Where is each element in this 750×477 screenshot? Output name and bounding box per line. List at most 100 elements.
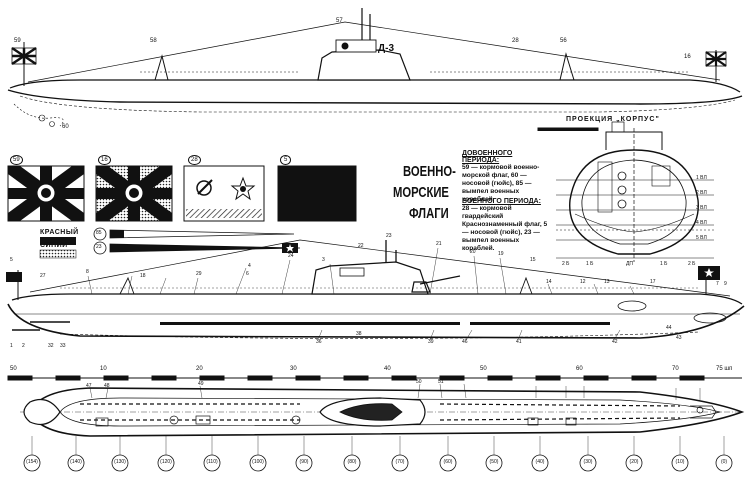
plan-circle-110: (110): [206, 459, 218, 465]
plan-circle-154: (154): [26, 459, 38, 465]
side-callout-48: 48: [104, 383, 110, 389]
top-prop-1: [38, 114, 46, 122]
plan-circle-140: (140): [70, 459, 82, 465]
side-callout-38: 38: [356, 331, 362, 337]
top-stanchion-bow: [154, 54, 169, 81]
section-dp: ДП: [626, 261, 633, 267]
side-callout-24: 24: [288, 253, 294, 259]
plan-circle-70: (70): [395, 459, 405, 465]
plan-circle-120: (120): [160, 459, 172, 465]
notes-war-head: ВОЕННОГО ПЕРИОДА:: [462, 198, 541, 205]
side-waterline-band: [160, 322, 460, 325]
side-callout-8: 8: [86, 269, 89, 275]
side-callout-47: 47: [86, 383, 92, 389]
flag-label-59: 59: [10, 155, 23, 165]
side-callout-41: 41: [516, 339, 522, 345]
section-b2-right: 2 Б: [688, 261, 696, 267]
label-circle-23: [93, 241, 107, 255]
top-bow-flag: [705, 51, 727, 67]
plan-circle-50: (50): [489, 459, 499, 465]
top-stanchion-stern: [559, 52, 575, 81]
side-callout-6: 6: [246, 271, 249, 277]
plan-circle-130: (130): [114, 459, 126, 465]
flag-label-16: 16: [98, 155, 111, 165]
side-callout-18: 18: [140, 273, 146, 279]
section-b1-right: 1 Б: [660, 261, 668, 267]
side-bow-flag: [698, 266, 720, 280]
antenna-wire-side: [29, 239, 731, 297]
flag-16: [95, 165, 173, 222]
frame-number-50: 50: [480, 366, 487, 372]
top-prop-2: [49, 121, 55, 127]
side-callout-3: 3: [322, 257, 325, 263]
side-callout-13: 13: [604, 279, 610, 285]
notes-prewar: ДОВОЕННОГО ПЕРИОДА: 59 — кормовой военно…: [462, 150, 550, 204]
side-waterline-band-2: [470, 322, 610, 325]
side-callout-5: 5: [10, 257, 13, 263]
side-callout-39: 39: [428, 339, 434, 345]
side-hull-keel: [59, 331, 701, 339]
cross-section-view: [537, 121, 714, 262]
notes-war: ВОЕННОГО ПЕРИОДА: 28 — кормовой гвардейс…: [462, 198, 550, 253]
frame-number-30: 30: [290, 366, 297, 372]
side-callout-46: 46: [462, 339, 468, 345]
side-callout-33: 33: [60, 343, 66, 349]
side-deck-gun: [411, 275, 461, 293]
side-bow-cap: [617, 300, 647, 312]
flag-label-28: 28: [188, 155, 201, 165]
side-callout-2: 2: [22, 343, 25, 349]
frame-scale-bar: [7, 375, 742, 381]
side-stern-flag: [6, 272, 22, 282]
frame-number-60: 60: [576, 366, 583, 372]
section-b2-left: 2 Б: [562, 261, 570, 267]
top-tower-light: [341, 42, 349, 50]
plan-circle-0: (0): [720, 459, 728, 465]
side-callout-19: 19: [498, 251, 504, 257]
plan-circle-30: (30): [583, 459, 593, 465]
section-outer-hull: [569, 149, 699, 255]
side-callout-42: 42: [612, 339, 618, 345]
side-callout-20: 20: [470, 249, 476, 255]
side-callout-22: 22: [358, 243, 364, 249]
side-deck: [11, 293, 743, 305]
side-callout-43: 43: [676, 335, 682, 341]
top-callout-28: 28: [512, 38, 519, 44]
plan-circle-10: (10): [675, 459, 685, 465]
plan-view: [20, 383, 745, 437]
flags-title: ВОЕННО- МОРСКИЕ ФЛАГИ: [393, 164, 456, 221]
top-callout-16: 16: [684, 54, 691, 60]
top-stern-props: [13, 103, 64, 127]
title-line-3: ФЛАГИ: [409, 205, 449, 222]
side-callout-32: 32: [48, 343, 54, 349]
side-callout-44: 44: [666, 325, 672, 331]
top-hull: [7, 89, 743, 105]
label-circle-85: [93, 227, 107, 241]
top-stern-flag: [11, 46, 37, 66]
side-hull: [7, 303, 745, 339]
notes-war-body: 28 — кормовой гвардейский Краснознаменны…: [462, 205, 548, 252]
section-wl-1: 1 ВЛ: [696, 175, 707, 181]
swatch-red: [40, 237, 76, 245]
side-bow-cap-2: [693, 312, 727, 324]
top-callout-56: 56: [560, 38, 567, 44]
frame-number-50-left: 50: [10, 366, 17, 372]
section-wl-2: 2 ВЛ: [696, 190, 707, 196]
plan-circle-20: (20): [629, 459, 639, 465]
top-deck-casing: [9, 79, 741, 93]
plan-circle-60: (60): [443, 459, 453, 465]
flag-59: [7, 165, 85, 222]
top-callout-59: 59: [14, 38, 21, 44]
section-wl-4: 4 ВЛ: [696, 220, 707, 226]
section-deck: [605, 131, 663, 150]
top-hull-code: Д-3: [378, 43, 395, 54]
antenna-wire-top: [27, 21, 721, 83]
side-callout-4: 4: [248, 263, 251, 269]
plan-circle-100: (100): [252, 459, 264, 465]
side-callout-12: 12: [580, 279, 586, 285]
top-callout-57: 57: [336, 18, 343, 24]
title-line-2: МОРСКИЕ: [393, 184, 449, 201]
side-profile-view: [7, 239, 745, 341]
side-callout-27: 27: [40, 273, 46, 279]
